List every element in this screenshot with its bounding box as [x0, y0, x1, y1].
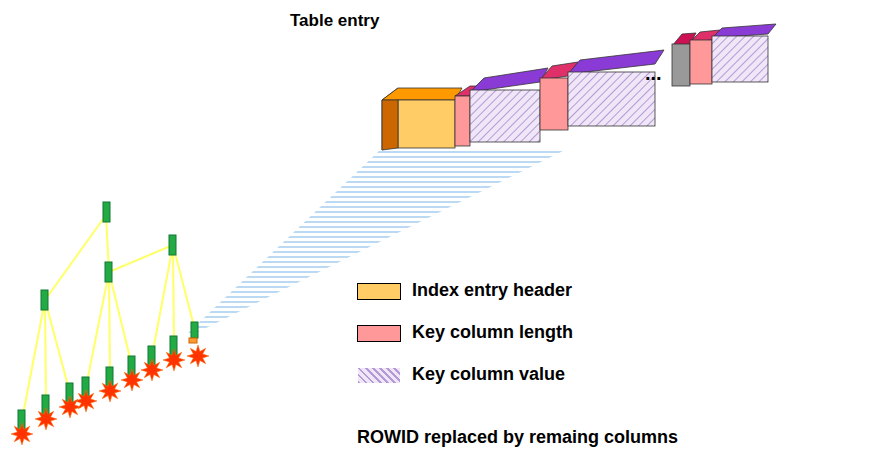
tree-nodes [18, 202, 198, 430]
table-entry-bar [382, 24, 776, 150]
legend-text: Index entry header [412, 281, 572, 301]
star [75, 390, 97, 412]
legend-text: Key column value [412, 365, 565, 385]
star [163, 349, 185, 371]
star [141, 359, 163, 381]
star [121, 369, 143, 391]
star [59, 396, 81, 418]
legend-swatch [357, 283, 401, 300]
legend-swatch [357, 325, 401, 342]
legend-text: Key column length [412, 323, 573, 343]
star [35, 408, 57, 430]
leaf-stars [11, 345, 209, 445]
star [11, 423, 33, 445]
ellipsis: ... [645, 62, 662, 84]
bar-title: Table entry [290, 12, 379, 31]
legend-swatch [357, 367, 401, 384]
zoom-fan [188, 150, 565, 333]
note: ROWID replaced by remaing columns [357, 428, 678, 448]
star [187, 345, 209, 367]
star [99, 380, 121, 402]
tree-lines [22, 215, 195, 420]
